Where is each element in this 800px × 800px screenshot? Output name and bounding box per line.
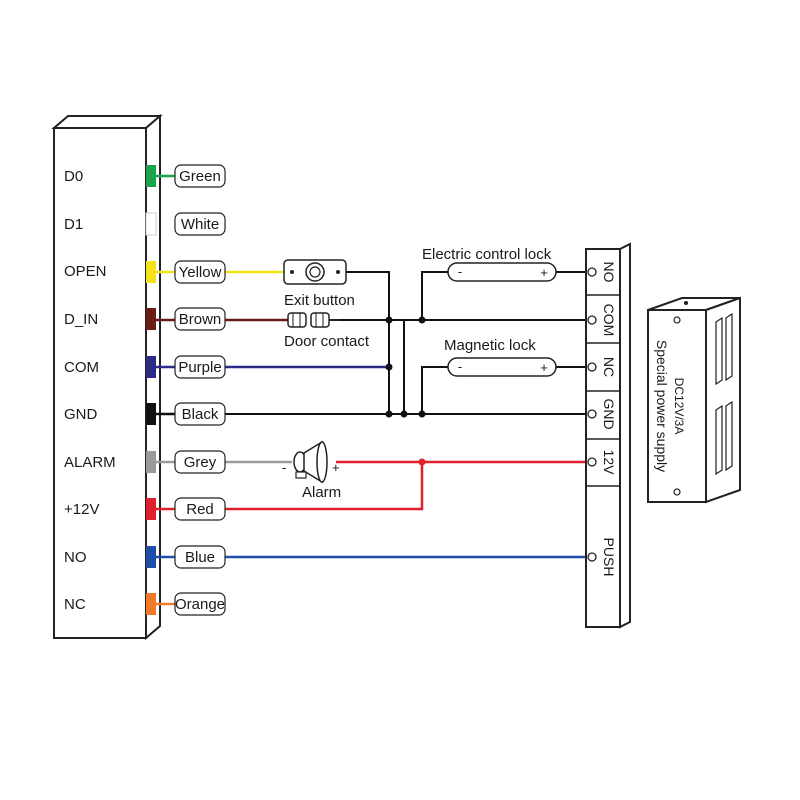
tab-purple	[146, 356, 156, 378]
wire-label-brown: Brown	[179, 311, 222, 328]
electric-lock-label: Electric control lock	[422, 246, 552, 263]
pin-open: OPEN	[64, 263, 107, 280]
pin-d0: D0	[64, 168, 83, 185]
exit-button-label: Exit button	[284, 292, 355, 309]
wire-label-red: Red	[186, 501, 214, 518]
pin-nc: NC	[64, 596, 86, 613]
bus-junctions	[385, 316, 426, 466]
terminal-screws	[587, 267, 597, 562]
pin-com: COM	[64, 359, 99, 376]
terminal-nc: NC	[601, 357, 617, 377]
pin-no: NO	[64, 549, 87, 566]
pin-gnd: GND	[64, 406, 98, 423]
power-supply-rating: DC12V/3A	[672, 378, 686, 435]
wire-label-grey: Grey	[184, 454, 217, 471]
terminal-no: NO	[601, 262, 617, 283]
electric-lock-icon: - +	[447, 262, 557, 282]
wire-label-orange: Orange	[175, 596, 225, 613]
wire-label-green: Green	[179, 168, 221, 185]
wire-label-purple: Purple	[178, 359, 221, 376]
wire-label-black: Black	[182, 406, 219, 423]
tab-green	[146, 165, 156, 187]
door-contact-label: Door contact	[284, 333, 370, 350]
wire-labels: Green White Yellow Brown Purple Black Gr…	[175, 168, 225, 613]
power-supply-unit	[647, 296, 741, 504]
wire-tabs	[145, 165, 157, 615]
tab-orange	[146, 593, 156, 615]
tab-grey	[146, 451, 156, 473]
magnetic-lock-minus: -	[458, 359, 462, 374]
terminal-com: COM	[601, 304, 617, 337]
pin-d-in: D_IN	[64, 311, 98, 328]
exit-button-icon	[283, 259, 347, 285]
alarm-siren-icon	[293, 440, 328, 484]
pin-alarm: ALARM	[64, 454, 116, 471]
pin-12v: +12V	[64, 501, 99, 518]
terminal-gnd: GND	[601, 398, 617, 429]
magnetic-lock-plus: +	[540, 360, 548, 375]
door-contact-icon	[287, 312, 340, 328]
tab-blue	[146, 546, 156, 568]
alarm-plus: +	[332, 460, 340, 475]
electric-lock-minus: -	[458, 264, 462, 279]
controller-pin-labels: D0 D1 OPEN D_IN COM GND ALARM +12V NO NC	[64, 168, 116, 613]
terminal-labels: NO COM NC GND 12V PUSH	[601, 262, 617, 577]
wire-label-white: White	[181, 216, 219, 233]
wire-lines	[225, 270, 588, 559]
alarm-minus: -	[282, 460, 286, 475]
electric-lock-plus: +	[540, 265, 548, 280]
power-supply-name: Special power supply	[654, 340, 670, 472]
wire-label-yellow: Yellow	[179, 264, 222, 281]
tab-black	[146, 403, 156, 425]
terminal-push: PUSH	[601, 538, 617, 577]
terminal-12v: 12V	[601, 450, 617, 476]
magnetic-lock-label: Magnetic lock	[444, 337, 536, 354]
magnetic-lock-icon: - +	[447, 357, 557, 377]
tab-connectors	[156, 174, 175, 606]
tab-brown	[146, 308, 156, 330]
tab-red	[146, 498, 156, 520]
terminal-block	[585, 242, 631, 629]
tab-yellow	[146, 261, 156, 283]
wire-label-blue: Blue	[185, 549, 215, 566]
wire-label-boxes	[174, 164, 226, 616]
pin-d1: D1	[64, 216, 83, 233]
wire-red-line	[225, 460, 588, 511]
alarm-label: Alarm	[302, 484, 341, 501]
tab-white	[145, 212, 157, 236]
